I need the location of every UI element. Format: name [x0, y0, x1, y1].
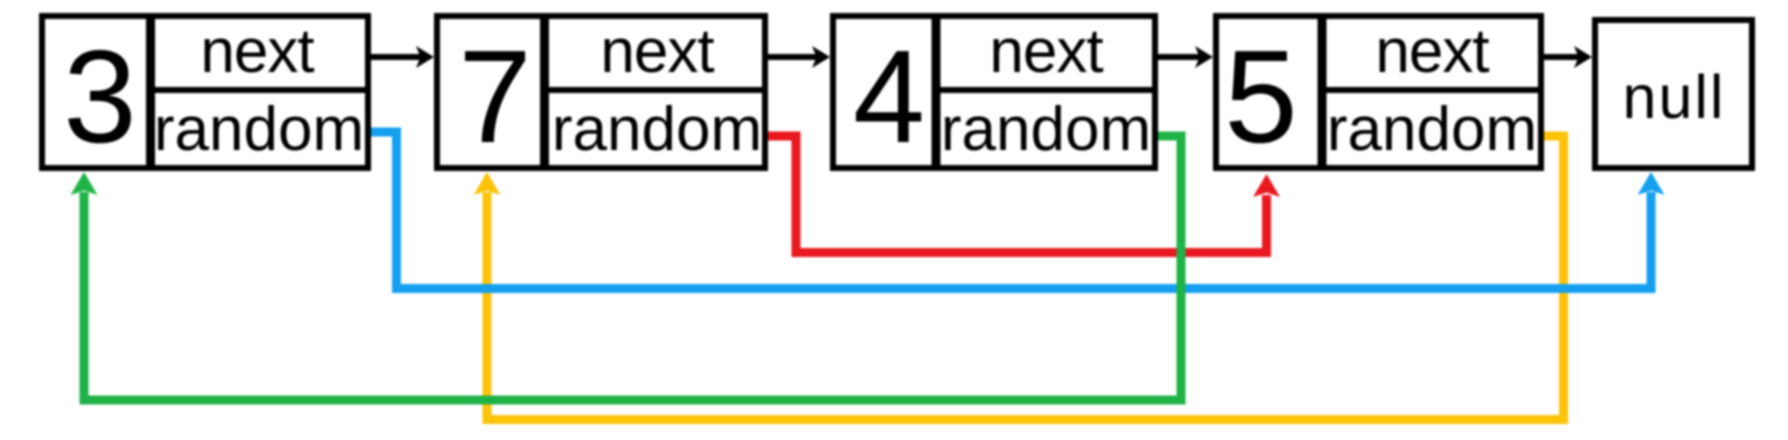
svg-text:random: random	[552, 95, 762, 164]
svg-text:7: 7	[458, 23, 531, 170]
svg-text:next: next	[1375, 17, 1489, 86]
svg-text:4: 4	[853, 23, 925, 170]
svg-text:next: next	[600, 17, 714, 86]
svg-text:null: null	[1623, 63, 1726, 131]
svg-text:random: random	[1327, 95, 1537, 164]
svg-text:next: next	[200, 17, 314, 86]
svg-text:next: next	[989, 17, 1103, 86]
svg-text:5: 5	[1224, 23, 1297, 170]
svg-text:random: random	[941, 95, 1151, 164]
svg-text:random: random	[154, 95, 364, 164]
svg-text:3: 3	[63, 23, 136, 170]
